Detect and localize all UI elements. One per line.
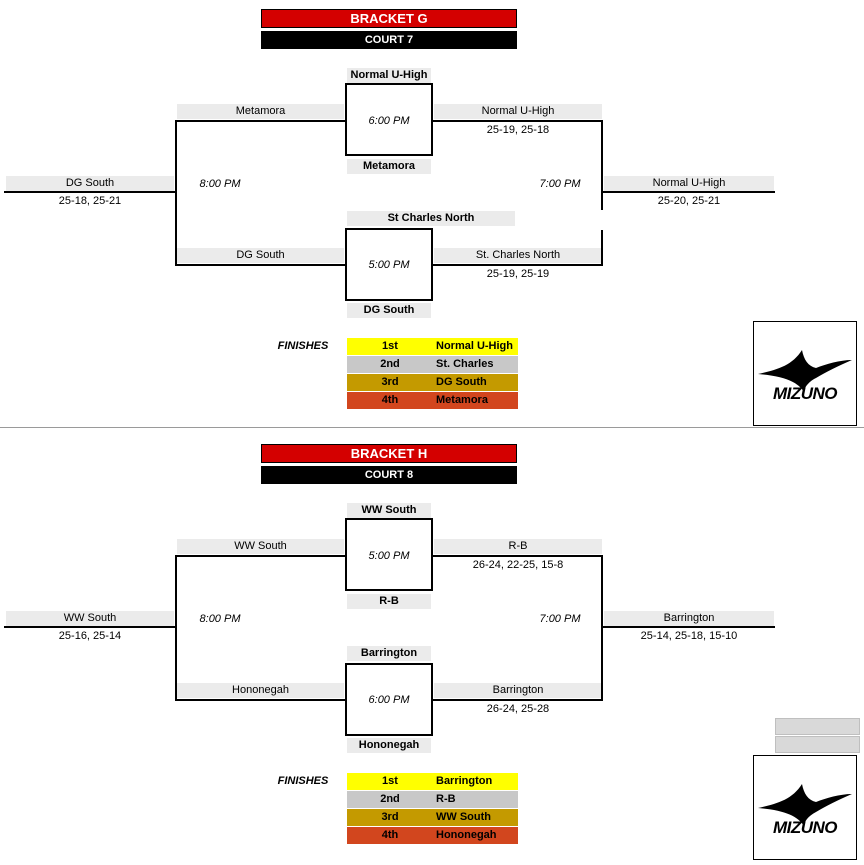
bracket-h-bottom-match-box xyxy=(345,663,433,736)
bracket-g-right-vertical-lower xyxy=(601,230,603,266)
bracket-h-bottom-team-b: Hononegah xyxy=(347,738,431,753)
bracket-h-bottom-right-line xyxy=(433,699,603,701)
finish-team: Barrington xyxy=(436,775,493,787)
bracket-h-finish-3: 3rd WW South xyxy=(347,809,518,826)
bracket-h-right-line xyxy=(601,626,775,628)
finish-team: Metamora xyxy=(436,394,488,406)
bracket-h-left-vertical xyxy=(175,555,177,701)
bracket-g-top-score: 25-19, 25-18 xyxy=(486,124,550,136)
bracket-h-top-team-a: WW South xyxy=(347,503,431,518)
bracket-h-finishes-label: FINISHES xyxy=(277,775,329,787)
bracket-g-top-winner: Normal U-High xyxy=(434,104,602,119)
bracket-h-left-time: 8:00 PM xyxy=(199,613,241,625)
bracket-h-right-score: 25-14, 25-18, 15-10 xyxy=(640,630,738,642)
bracket-h-logo: MIZUNO xyxy=(753,755,857,860)
bracket-g-bottom-team-b: DG South xyxy=(347,303,431,318)
bracket-h-left-winner: WW South xyxy=(6,611,174,626)
bracket-h-right-vertical xyxy=(601,555,603,701)
bracket-g-bottom-winner: St. Charles North xyxy=(434,248,602,263)
bracket-g-left-score: 25-18, 25-21 xyxy=(58,195,122,207)
bracket-g-bottom-score: 25-19, 25-19 xyxy=(486,268,550,280)
bracket-g-top-time: 6:00 PM xyxy=(368,115,410,127)
bracket-g-bottom-left-line xyxy=(175,264,346,266)
finish-team: Normal U-High xyxy=(436,340,513,352)
logo-wordmark: MIZUNO xyxy=(772,384,838,403)
bracket-g-top-left-line xyxy=(175,120,346,122)
bracket-g-left-time: 8:00 PM xyxy=(199,178,241,190)
bracket-h-top-left-line xyxy=(175,555,346,557)
bracket-g-bottom-team-a: St Charles North xyxy=(347,211,515,226)
bracket-h-bottom-time: 6:00 PM xyxy=(368,694,410,706)
bracket-h-top-left-label: WW South xyxy=(177,539,344,554)
bracket-g-bottom-right-line xyxy=(433,264,603,266)
bracket-h-top-time: 5:00 PM xyxy=(368,550,410,562)
bracket-g-bottom-left-label: DG South xyxy=(177,248,344,263)
bracket-g-left-winner: DG South xyxy=(6,176,174,191)
finish-place: 1st xyxy=(382,340,398,352)
mizuno-runbird-icon xyxy=(758,350,852,392)
mizuno-runbird-icon xyxy=(758,784,852,826)
bracket-h-top-right-line xyxy=(433,555,603,557)
finish-place: 2nd xyxy=(380,358,400,370)
bracket-g-top-team-a: Normal U-High xyxy=(347,68,431,83)
bracket-g-top-right-line xyxy=(433,120,603,122)
bracket-h-top-winner: R-B xyxy=(434,539,602,554)
bracket-h-court: COURT 8 xyxy=(261,466,517,484)
bracket-g-top-match-box xyxy=(345,83,433,156)
bracket-g-finish-1: 1st Normal U-High xyxy=(347,338,518,355)
finish-team: Hononegah xyxy=(436,829,497,841)
bracket-g-finish-4: 4th Metamora xyxy=(347,392,518,409)
bracket-g-court: COURT 7 xyxy=(261,31,517,49)
bracket-h-finish-2: 2nd R-B xyxy=(347,791,518,808)
bracket-g-right-time: 7:00 PM xyxy=(539,178,581,190)
bracket-g-left-vertical xyxy=(175,120,177,266)
bracket-h-finish-1: 1st Barrington xyxy=(347,773,518,790)
bracket-h-bottom-left-line xyxy=(175,699,346,701)
bracket-h-left-line xyxy=(4,626,177,628)
bracket-h-top-match-box xyxy=(345,518,433,591)
bracket-g-bottom-match-box xyxy=(345,228,433,301)
bracket-g-logo: MIZUNO xyxy=(753,321,857,426)
bracket-h-bottom-score: 26-24, 25-28 xyxy=(486,703,550,715)
bracket-h-right-time: 7:00 PM xyxy=(539,613,581,625)
bracket-g-finishes-label: FINISHES xyxy=(277,340,329,352)
bracket-h-bottom-winner: Barrington xyxy=(434,683,602,698)
bracket-h-bottom-team-a: Barrington xyxy=(347,646,431,661)
bracket-h-title: BRACKET H xyxy=(261,444,517,463)
bracket-g-title: BRACKET G xyxy=(261,9,517,28)
finish-place: 2nd xyxy=(380,793,400,805)
finish-place: 4th xyxy=(381,829,399,841)
bracket-h-right-winner: Barrington xyxy=(604,611,774,626)
finish-place: 4th xyxy=(381,394,399,406)
finish-team: R-B xyxy=(436,793,456,805)
bracket-g-top-left-label: Metamora xyxy=(177,104,344,119)
bracket-g-right-winner: Normal U-High xyxy=(604,176,774,191)
bracket-g-right-vertical-upper xyxy=(601,120,603,210)
spreadsheet-cell xyxy=(775,718,860,735)
bracket-g-top-team-b: Metamora xyxy=(347,159,431,174)
bracket-h-finish-4: 4th Hononegah xyxy=(347,827,518,844)
finish-place: 3rd xyxy=(381,376,399,388)
finish-place: 1st xyxy=(382,775,398,787)
bracket-h-top-team-b: R-B xyxy=(347,594,431,609)
bracket-h-top-score: 26-24, 22-25, 15-8 xyxy=(472,559,564,571)
finish-place: 3rd xyxy=(381,811,399,823)
bracket-g-finish-3: 3rd DG South xyxy=(347,374,518,391)
bracket-g-bottom-time: 5:00 PM xyxy=(368,259,410,271)
finish-team: DG South xyxy=(436,376,487,388)
logo-wordmark: MIZUNO xyxy=(772,818,838,837)
bracket-g-finish-2: 2nd St. Charles North xyxy=(347,356,518,387)
bracket-h-bottom-left-label: Hononegah xyxy=(177,683,344,698)
section-divider xyxy=(0,427,864,428)
bracket-g-left-line xyxy=(4,191,177,193)
bracket-h-left-score: 25-16, 25-14 xyxy=(58,630,122,642)
spreadsheet-cell xyxy=(775,736,860,753)
bracket-g-right-line xyxy=(601,191,775,193)
bracket-g-right-score: 25-20, 25-21 xyxy=(657,195,721,207)
finish-team: WW South xyxy=(436,811,491,823)
